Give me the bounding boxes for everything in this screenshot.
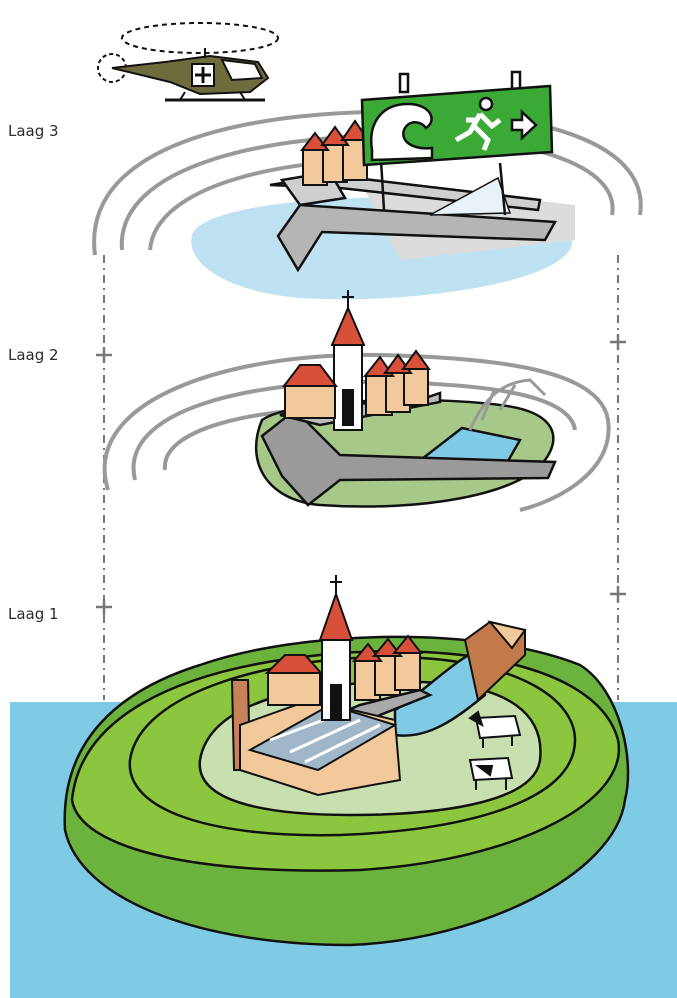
church-icon [318,575,354,721]
helicopter-icon [97,22,279,102]
arrow-right-icon [510,109,538,141]
running-person-icon [454,96,502,151]
bridge-icon [468,378,547,431]
church-icon [330,290,366,431]
layer-2-houses [281,349,431,419]
guide-crosses [96,334,626,615]
layer-2-label: Laag 2 [8,346,59,364]
layer-3-label: Laag 3 [8,122,59,140]
barn [463,620,527,702]
layer-1-houses [264,634,424,706]
cow-icon [468,710,522,748]
factory-icon [230,679,402,797]
cow-icon [468,756,514,790]
layer-3-houses [299,119,370,186]
layer-1-label: Laag 1 [8,605,59,623]
tsunami-wave-icon [370,102,434,162]
evacuation-sign-icon [360,70,554,216]
